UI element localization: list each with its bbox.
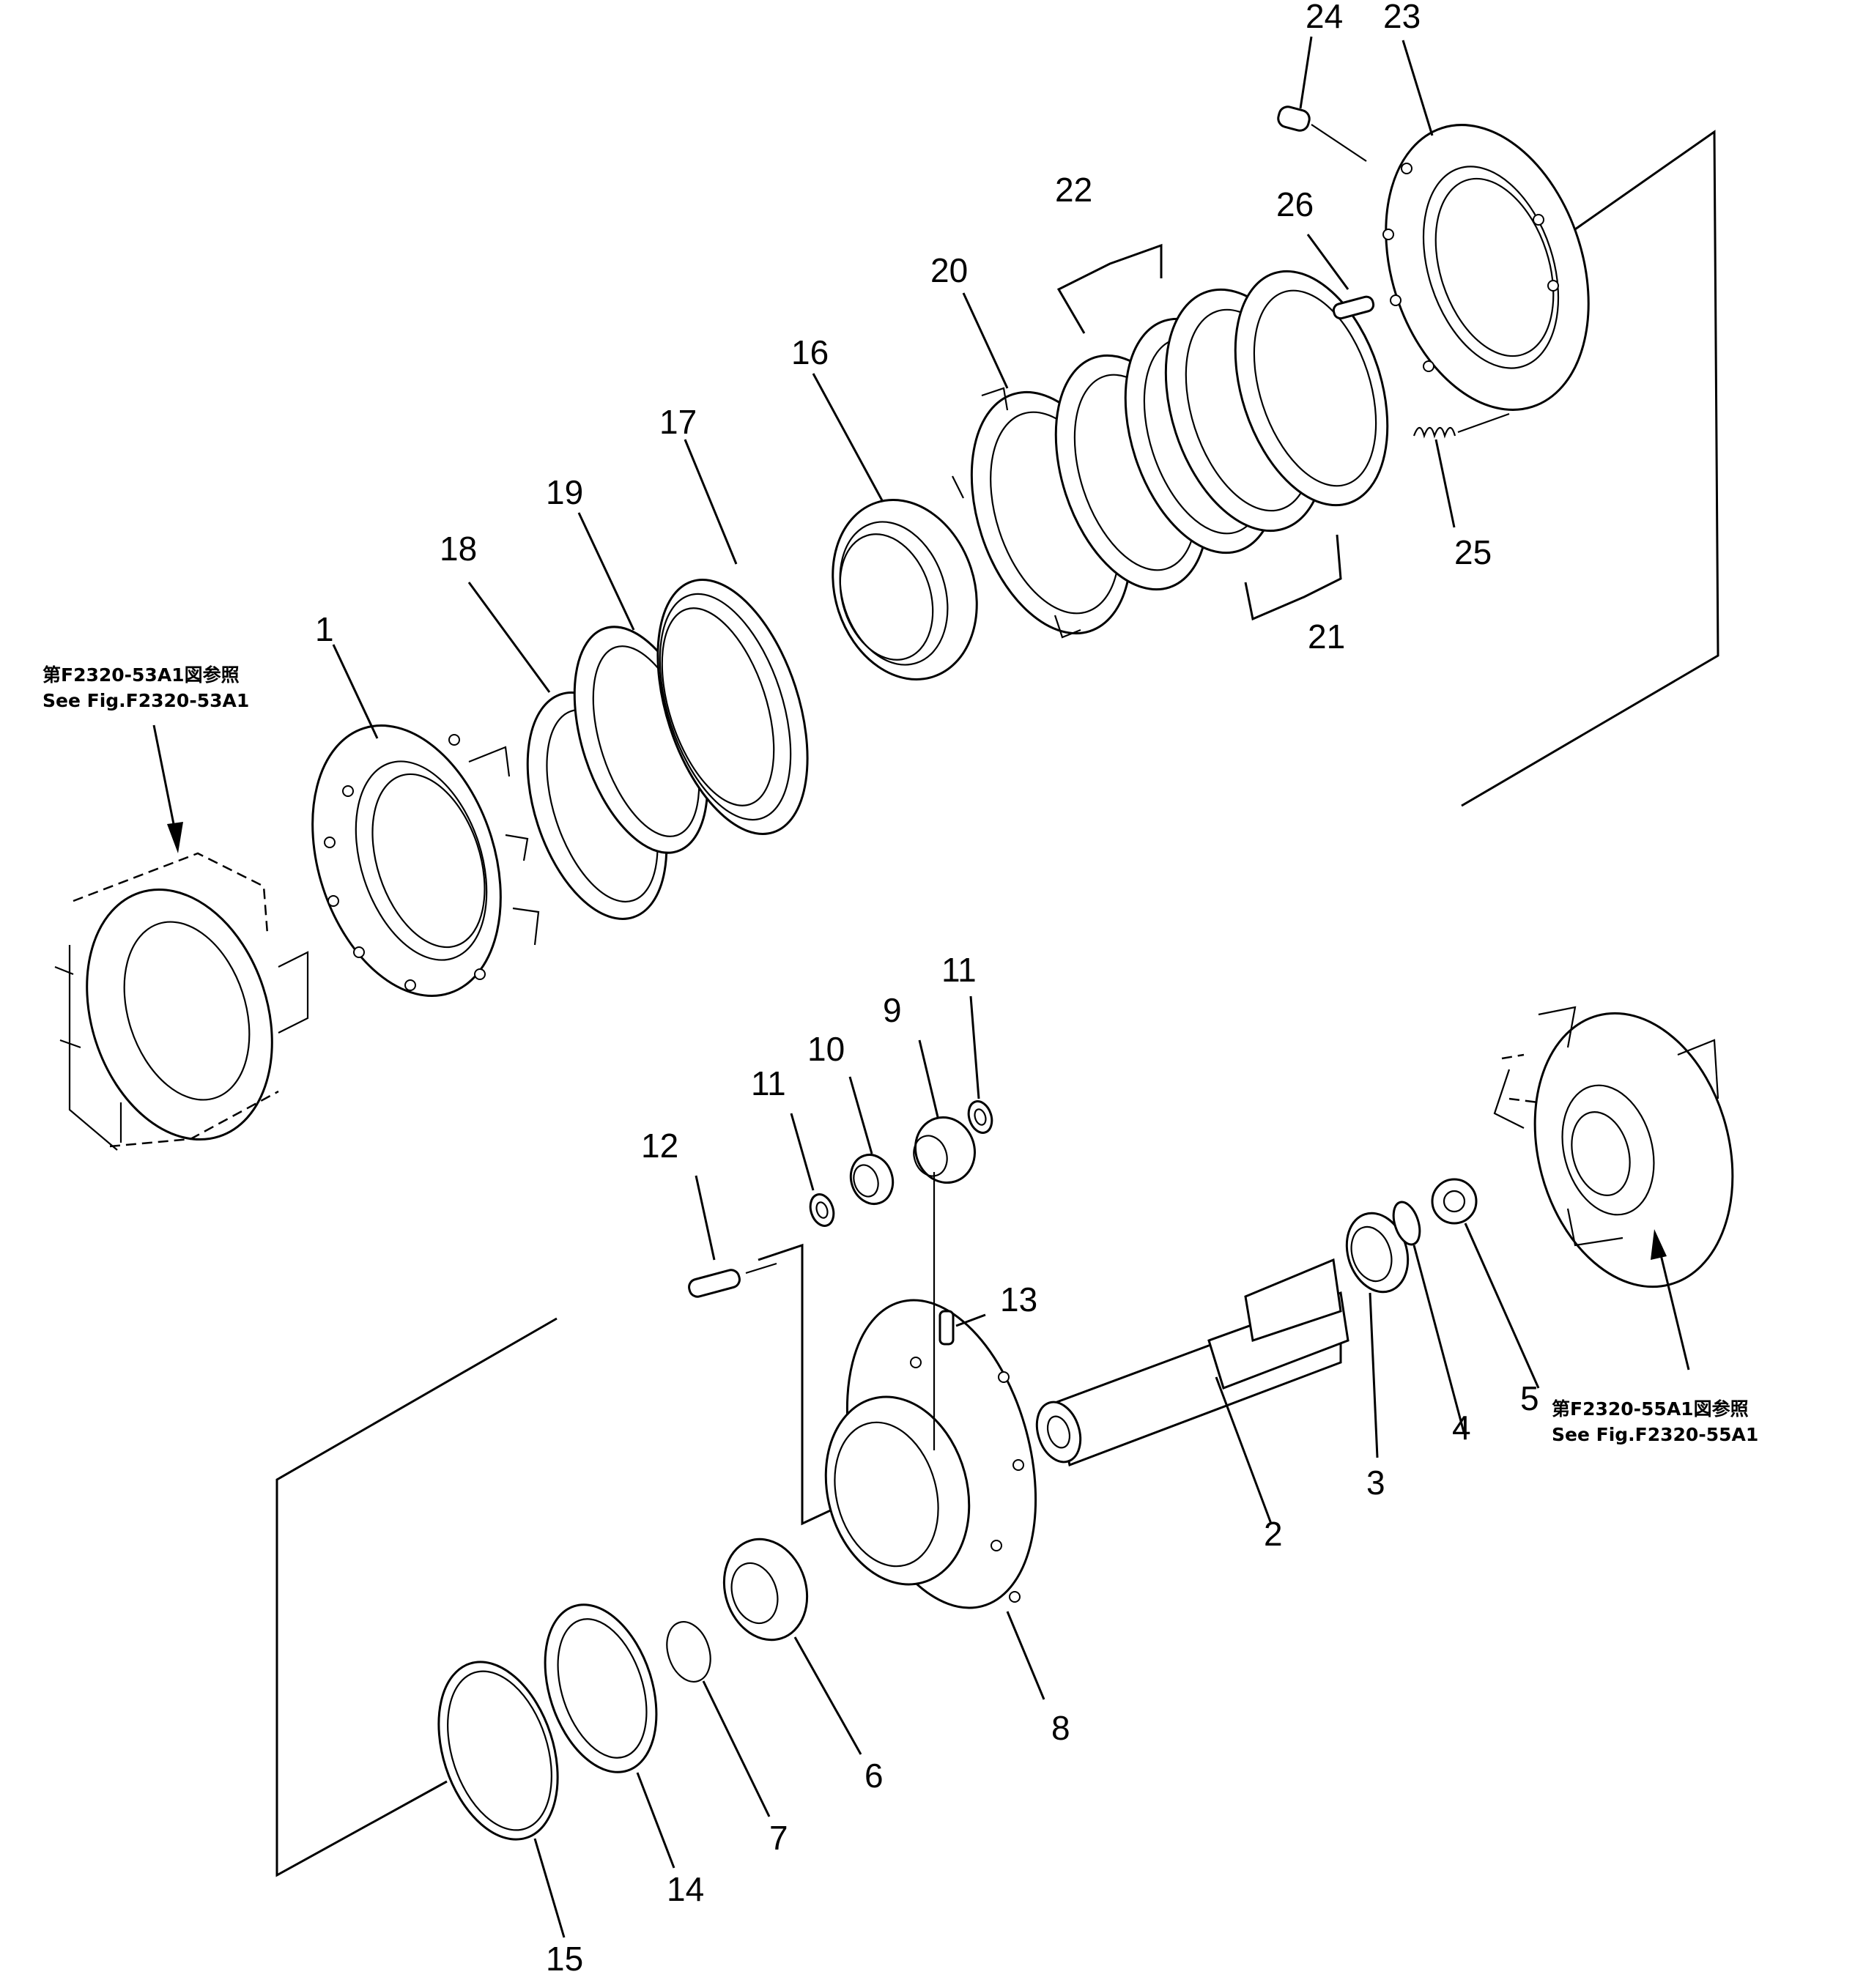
left-ref-japanese: 第F2320-53A1図参照	[42, 664, 240, 686]
part-6-bearing	[722, 1538, 809, 1642]
label-22: 22	[1055, 171, 1092, 209]
part-25-spring	[1412, 412, 1510, 439]
label-11-left: 11	[751, 1064, 786, 1102]
right-ref-english: See Fig.F2320-55A1	[1552, 1424, 1758, 1445]
part-10-needle-bearing	[849, 1154, 895, 1205]
part-1-housing	[311, 724, 540, 997]
part-3-needle-bearing	[1345, 1212, 1410, 1294]
part-7-snap-ring	[666, 1621, 711, 1683]
left-ref-english: See Fig.F2320-53A1	[42, 690, 249, 711]
label-4: 4	[1452, 1409, 1471, 1447]
right-reference-arrow	[1651, 1229, 1690, 1371]
label-5: 5	[1520, 1379, 1539, 1417]
part-13-pin	[933, 1172, 955, 1450]
label-11-right: 11	[941, 951, 977, 989]
part-12-shaft-pin	[688, 1262, 777, 1298]
label-2: 2	[1264, 1515, 1283, 1553]
label-26: 26	[1276, 185, 1314, 223]
label-3: 3	[1366, 1464, 1385, 1502]
label-6: 6	[864, 1757, 884, 1795]
label-10: 10	[807, 1030, 845, 1068]
label-20: 20	[930, 251, 968, 289]
part-17-piston	[656, 579, 809, 835]
leader-lines	[332, 36, 1540, 1938]
part-26-pin	[1332, 295, 1375, 320]
label-18: 18	[440, 530, 477, 568]
label-17: 17	[659, 403, 697, 441]
label-13: 13	[1000, 1280, 1037, 1318]
part-16-ring-gear	[832, 499, 978, 680]
label-24: 24	[1306, 0, 1343, 35]
part-21-clutch-plates	[1164, 270, 1389, 533]
label-8: 8	[1051, 1709, 1070, 1747]
part-11-thrust-washer-b	[967, 1100, 993, 1134]
left-reference-arrow	[152, 724, 183, 853]
label-1: 1	[315, 610, 334, 648]
part-4-washer	[1392, 1201, 1421, 1246]
part-9-gear	[913, 1116, 977, 1184]
part-24-plug	[1277, 105, 1367, 162]
part-14-seal-ring	[544, 1603, 658, 1773]
label-9: 9	[883, 991, 902, 1029]
label-23: 23	[1383, 0, 1421, 35]
part-11-thrust-washer-a	[809, 1193, 835, 1227]
label-14: 14	[667, 1870, 704, 1908]
right-housing-reference	[1493, 1006, 1734, 1288]
part-23-cover-plate	[1382, 124, 1590, 411]
part-5-bearing	[1431, 1178, 1478, 1225]
part-15-seal-ring	[437, 1661, 559, 1841]
label-12: 12	[641, 1127, 678, 1165]
part-2-shaft	[1035, 1258, 1349, 1467]
label-19: 19	[546, 473, 583, 511]
label-21: 21	[1308, 617, 1345, 656]
left-housing-reference	[54, 852, 309, 1151]
label-25: 25	[1454, 533, 1492, 571]
figure-references: 第F2320-53A1図参照 See Fig.F2320-53A1 第F2320…	[42, 664, 1758, 1445]
label-15: 15	[546, 1940, 583, 1978]
label-16: 16	[791, 333, 829, 371]
label-7: 7	[769, 1819, 788, 1857]
part-8-carrier	[824, 1299, 1037, 1609]
part-labels: 1 18 19 17 16 20 22 21 24 23 26 25 11 10…	[315, 0, 1539, 1978]
right-ref-japanese: 第F2320-55A1図参照	[1552, 1398, 1749, 1420]
